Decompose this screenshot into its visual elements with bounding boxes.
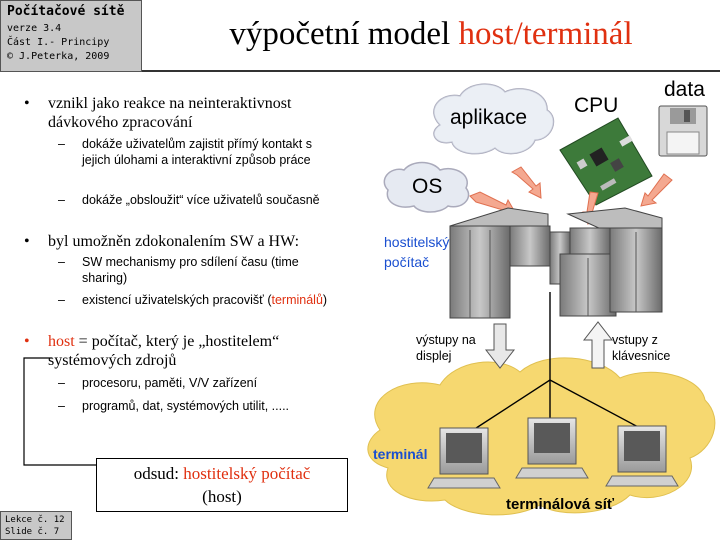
course-title: Počítačové sítě <box>7 4 125 19</box>
terminal-3 <box>605 425 679 487</box>
sub-bullet-1-2: – dokáže „obsloužit“ více uživatelů souča… <box>58 192 332 208</box>
part-text: Část I.- Principy <box>7 37 110 48</box>
bullet-dot: • <box>24 333 30 350</box>
dash: – <box>58 193 65 207</box>
input-arrow <box>582 321 614 369</box>
bullet-dot: • <box>24 233 30 250</box>
network-lines <box>469 292 641 433</box>
bullet-2: • byl umožněn zdokonalením SW a HW: <box>24 232 348 251</box>
data-label: data <box>664 78 705 101</box>
sub-bullet-3-2: – programů, dat, systémových utilit, ....… <box>58 398 337 414</box>
sub-bullet-1-1-text: dokáže uživatelům zajistit přímý kontakt… <box>82 137 312 167</box>
slide-number: Slide č. 7 <box>5 527 60 537</box>
dash: – <box>58 293 65 307</box>
dash: – <box>58 255 65 269</box>
output-arrow <box>484 323 516 369</box>
dash: – <box>58 399 65 413</box>
callout-prefix: odsud: <box>133 464 184 483</box>
terminal-2 <box>515 417 589 479</box>
callout-line-2: (host) <box>202 487 242 506</box>
sub-bullet-2-2-text-a: existencí uživatelských pracovišť ( <box>82 293 272 307</box>
sub-bullet-2-2-text-c: ) <box>322 293 328 307</box>
host-servers-image <box>449 207 663 319</box>
dash: – <box>58 137 65 151</box>
slide-title: výpočetní model host/terminál <box>142 16 720 53</box>
inputs-label-line-2: klávesnice <box>612 349 671 363</box>
title-highlight: host/terminál <box>458 16 633 52</box>
sub-bullet-1-1: – dokáže uživatelům zajistit přímý kontak… <box>58 136 332 168</box>
host-label-line-2: počítač <box>384 254 430 270</box>
aplikace-cloud <box>433 83 555 155</box>
outputs-label: výstupy na displej <box>416 332 476 364</box>
sub-bullet-2-2: – existencí uživatelských pracovišť (term… <box>58 292 337 308</box>
title-main: výpočetní model <box>229 16 459 52</box>
lesson-number: Lekce č. 12 <box>5 515 65 525</box>
sub-bullet-3-2-text: programů, dat, systémových utilit, ..... <box>82 399 290 413</box>
bullet-2-text: byl umožněn zdokonalením SW a HW: <box>48 233 300 250</box>
inputs-label-line-1: vstupy z <box>612 333 658 347</box>
copyright-text: © J.Peterka, 2009 <box>7 51 110 62</box>
aplikace-label: aplikace <box>450 106 528 129</box>
sub-bullet-2-1-text: SW mechanismy pro sdílení času (time sha… <box>82 255 299 285</box>
bullet-3-text: = počítač, který je „hostitelem“ systémo… <box>48 333 280 369</box>
bullet-1: • vznikl jako reakce na neinteraktivnost … <box>24 94 348 132</box>
os-label: OS <box>412 175 443 198</box>
sub-bullet-2-1: – SW mechanismy pro sdílení času (time sh… <box>58 254 337 286</box>
header-divider <box>142 70 720 72</box>
host-label: hostitelský počítač <box>384 232 449 272</box>
sub-bullet-2-2-text-b: terminálů <box>271 293 323 307</box>
callout-box: odsud: hostitelský počítač (host) <box>96 458 348 512</box>
cpu-board-image <box>559 117 653 206</box>
inputs-label: vstupy z klávesnice <box>612 332 670 364</box>
host-term: host <box>48 333 75 350</box>
bullet-dot: • <box>24 95 30 112</box>
header-box: Počítačové sítě verze 3.4 Část I.- Princ… <box>0 0 142 72</box>
version-text: verze 3.4 <box>7 23 62 34</box>
outputs-label-line-1: výstupy na <box>416 333 476 347</box>
callout-highlight: hostitelský počítač <box>183 464 311 483</box>
outputs-label-line-2: displej <box>416 349 452 363</box>
sub-bullet-3-1-text: procesoru, paměti, V/V zařízení <box>82 376 258 390</box>
host-label-line-1: hostitelský <box>384 234 450 250</box>
footer-box: Lekce č. 12 Slide č. 7 <box>0 511 72 540</box>
dash: – <box>58 376 65 390</box>
sub-bullet-3-1: – procesoru, paměti, V/V zařízení <box>58 375 337 391</box>
terminal-1 <box>427 427 501 489</box>
sub-bullet-1-2-text: dokáže „obsloužit“ více uživatelů součas… <box>82 193 320 207</box>
bullet-1-text: vznikl jako reakce na neinteraktivnost d… <box>48 95 292 131</box>
bullet-3: • host = počítač, který je „hostitelem“ s… <box>24 332 348 370</box>
floppy-disk-image <box>658 105 708 157</box>
terminal-label: terminál <box>373 446 428 462</box>
cpu-label: CPU <box>574 94 619 117</box>
os-cloud <box>383 161 470 213</box>
network-label: terminálová síť <box>506 496 615 513</box>
callout-line-1: odsud: hostitelský počítač <box>97 462 347 485</box>
